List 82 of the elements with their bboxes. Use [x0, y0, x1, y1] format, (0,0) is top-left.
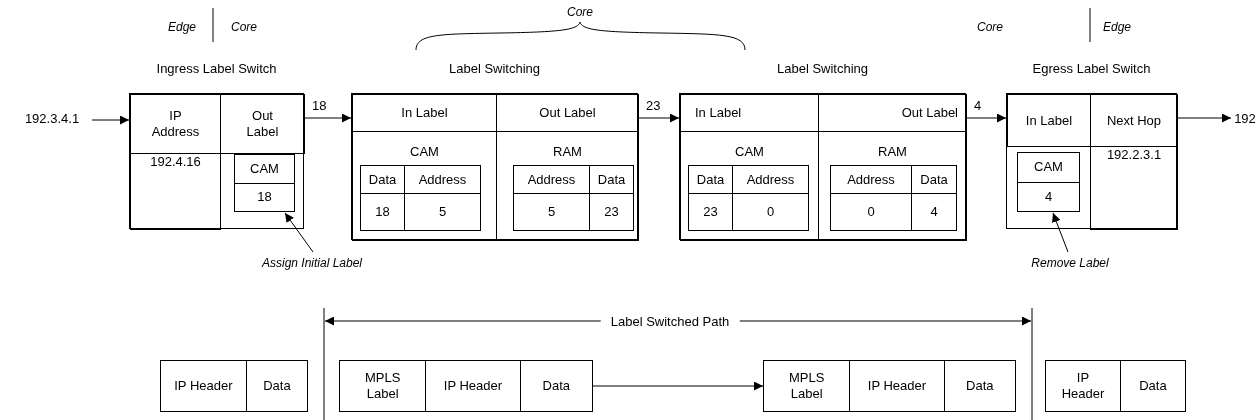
annotation-text: Remove Label	[1024, 254, 1116, 272]
section-title: CAM	[410, 144, 439, 159]
packet-box	[763, 360, 1016, 412]
edge-label: 23	[646, 98, 661, 113]
table-header: Next Hop	[1090, 94, 1178, 147]
column-header: Address	[405, 166, 480, 194]
leader-line	[284, 212, 314, 253]
section-title: CAM	[735, 144, 764, 159]
packet-field: MPLS Label	[764, 361, 851, 411]
packet-field: Data	[246, 361, 307, 411]
column-header: Address	[514, 166, 590, 194]
column-header: Data	[689, 166, 733, 194]
packet-field: MPLS Label	[340, 361, 427, 411]
memory-section	[496, 131, 639, 241]
region-label: Edge	[168, 20, 196, 34]
column-header: Address	[831, 166, 912, 194]
annotation-text: Assign Initial Label	[250, 254, 374, 272]
switch-title: Egress Label Switch	[1032, 61, 1151, 76]
memory-table	[513, 165, 634, 231]
next-hop-cell: 192.2.3.1	[1090, 146, 1178, 230]
arrow	[1176, 113, 1232, 123]
column-header: Data	[912, 166, 956, 194]
packet-field: Data	[944, 361, 1015, 411]
table-header: In Label	[352, 94, 497, 132]
switch-title: Label Switching	[776, 61, 869, 76]
switch-title: Ingress Label Switch	[156, 61, 277, 76]
arrow	[592, 381, 764, 391]
region-label: Core	[977, 20, 1003, 34]
cam-value: 4	[1043, 187, 1054, 206]
leader-line	[1052, 212, 1069, 253]
arrow	[965, 113, 1007, 123]
cam-heading: CAM	[235, 155, 294, 184]
address-text: 192.3.4.1	[14, 110, 90, 128]
packet-field: IP Header	[850, 361, 945, 411]
memory-table	[360, 165, 481, 231]
table-header: In Label	[680, 94, 819, 132]
packet-box	[1045, 360, 1186, 412]
cam-box	[234, 154, 295, 212]
value-cell-text: 23	[603, 203, 620, 222]
value-cell-text: 0	[765, 203, 776, 222]
region-label: Core	[231, 20, 257, 34]
packet-field: Data	[1120, 361, 1185, 411]
address-text: 192	[1232, 110, 1258, 128]
memory-table	[688, 165, 809, 231]
packet-box	[339, 360, 593, 412]
cam-value: 18	[256, 188, 273, 207]
packet-field: IP Header	[161, 361, 247, 411]
region-label: Core	[567, 5, 593, 19]
arrow	[91, 115, 130, 125]
table-header: Out Label	[220, 94, 305, 154]
arrow	[303, 113, 352, 123]
value-cell: 5	[514, 194, 590, 230]
packet-field: IP Header	[426, 361, 521, 411]
edge-label: 4	[974, 98, 982, 113]
value-cell: 23	[689, 194, 733, 230]
memory-section	[352, 131, 497, 241]
column-header: Data	[361, 166, 405, 194]
region-label: Edge	[1103, 20, 1131, 34]
value-cell-text: 4	[929, 203, 939, 222]
packet-box	[160, 360, 308, 412]
table-header: Out Label	[496, 94, 639, 132]
column-header: Data	[590, 166, 633, 194]
packet-field: Data	[520, 361, 592, 411]
switch-title: Label Switching	[448, 61, 541, 76]
arrow	[637, 113, 680, 123]
table-header: IP Address	[130, 94, 221, 154]
table-header: In Label	[1007, 94, 1091, 147]
value-cell: 18	[361, 194, 405, 230]
section-title: RAM	[878, 144, 907, 159]
section-title: RAM	[553, 144, 582, 159]
table-header: Out Label	[818, 94, 967, 132]
cam-heading: CAM	[1018, 153, 1079, 183]
memory-section	[818, 131, 967, 241]
packet-field: IP Header	[1046, 361, 1121, 411]
address-cell: 192.4.16	[130, 153, 221, 230]
cam-box	[1017, 152, 1080, 212]
memory-section	[680, 131, 819, 241]
memory-table	[830, 165, 957, 231]
value-cell-text: 5	[437, 203, 448, 222]
value-cell: 0	[831, 194, 912, 230]
edge-label: 18	[312, 98, 327, 113]
column-header: Address	[733, 166, 808, 194]
